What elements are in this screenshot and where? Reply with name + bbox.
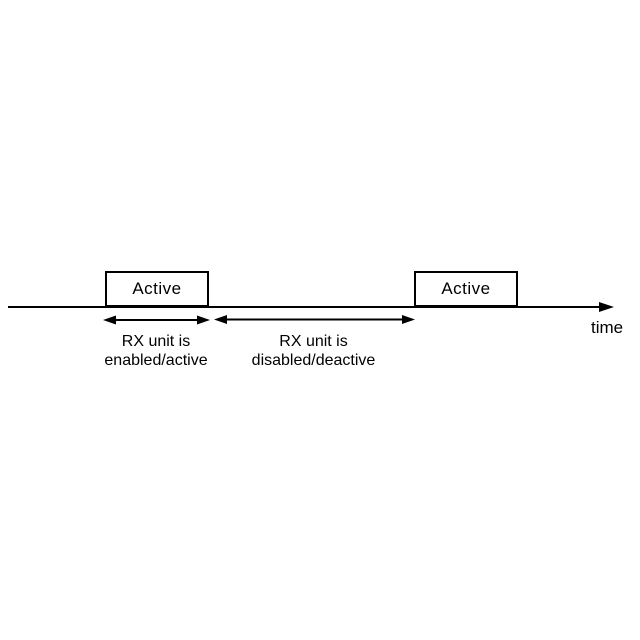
- enabled-period-label-line1: RX unit is: [121, 333, 191, 350]
- enabled-period-label: RX unit is enabled/active: [81, 332, 231, 370]
- active-box-2-label: Active: [441, 279, 491, 298]
- enabled-arrowhead-left-icon: [103, 315, 116, 325]
- disabled-arrowhead-left-icon: [214, 315, 227, 324]
- active-box-2: Active: [414, 271, 518, 307]
- disabled-period-arrow: [214, 315, 415, 324]
- time-axis-arrowhead-icon: [599, 302, 614, 312]
- active-box-1: Active: [105, 271, 209, 307]
- enabled-period-label-line2: enabled/active: [104, 352, 208, 369]
- enabled-period-arrow: [103, 315, 210, 325]
- time-axis: [8, 302, 614, 312]
- disabled-period-label: RX unit is disabled/deactive: [226, 332, 401, 370]
- active-box-1-label: Active: [132, 279, 182, 298]
- time-axis-label: time: [591, 318, 624, 337]
- disabled-period-label-line1: RX unit is: [279, 333, 348, 350]
- disabled-period-label-line2: disabled/deactive: [251, 352, 376, 369]
- enabled-arrowhead-right-icon: [197, 315, 210, 325]
- disabled-arrowhead-right-icon: [402, 315, 415, 324]
